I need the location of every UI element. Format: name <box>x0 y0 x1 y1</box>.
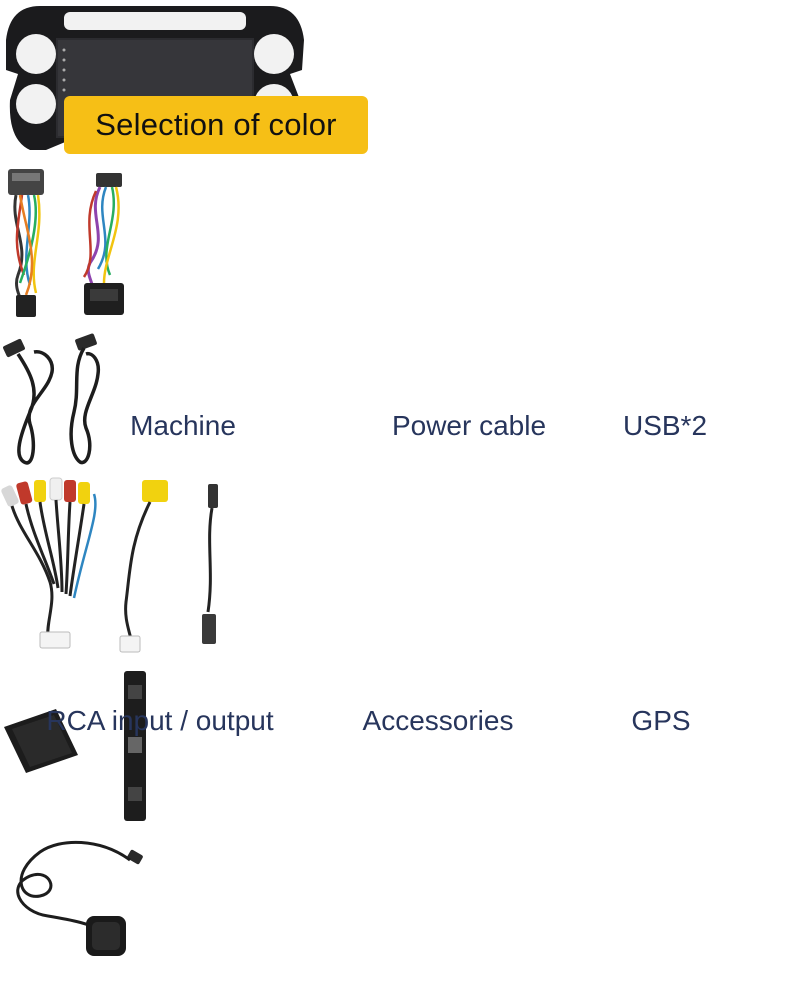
item-label: GPS <box>631 705 691 736</box>
item-rca: RCA input / output <box>0 472 800 736</box>
usb-cable-icon <box>3 333 101 465</box>
mounting-accessories-icon <box>4 671 146 821</box>
gps-antenna-icon <box>16 840 143 956</box>
title-badge: Selection of color <box>64 96 368 154</box>
power-harness-icon <box>8 169 124 317</box>
item-label: RCA input / output <box>46 705 274 736</box>
item-usb: USB*2 <box>0 332 800 472</box>
rca-cable-icon <box>1 477 218 653</box>
item-gps: GPS <box>0 705 800 987</box>
item-label: Power cable <box>391 410 547 441</box>
page-title: Selection of color <box>95 107 337 142</box>
item-label: Machine <box>130 410 236 441</box>
item-power-cable: Power cable <box>0 165 800 441</box>
item-accessories: Accessories <box>0 667 800 832</box>
item-label: Accessories <box>362 705 514 736</box>
item-label: USB*2 <box>622 410 708 441</box>
